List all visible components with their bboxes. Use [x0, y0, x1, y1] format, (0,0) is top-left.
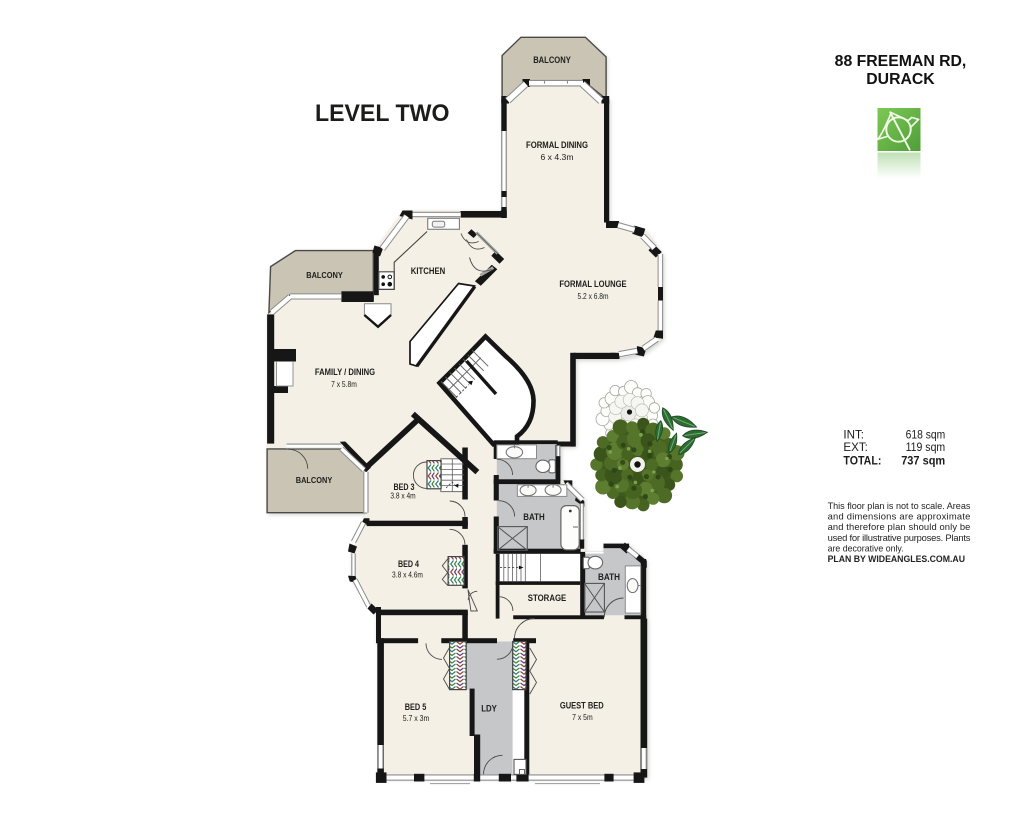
svg-text:used for illustrative purposes: used for illustrative purposes. Plants	[828, 532, 971, 543]
svg-text:88 FREEMAN RD,: 88 FREEMAN RD,	[835, 53, 967, 70]
svg-text:BATH: BATH	[598, 572, 620, 582]
svg-text:This floor plan is not to scal: This floor plan is not to scale. Areas	[828, 500, 971, 511]
svg-text:LEVEL TWO: LEVEL TWO	[315, 100, 450, 127]
svg-text:PLAN BY WIDEANGLES.COM.AU: PLAN BY WIDEANGLES.COM.AU	[828, 554, 965, 565]
svg-text:STORAGE: STORAGE	[528, 593, 567, 603]
svg-text:3.8 x 4m: 3.8 x 4m	[390, 491, 415, 501]
svg-text:and therefore plan should only: and therefore plan should only be	[828, 521, 971, 532]
svg-text:BALCONY: BALCONY	[533, 55, 571, 65]
svg-text:EXT:: EXT:	[843, 441, 867, 454]
svg-text:BED 5: BED 5	[405, 702, 427, 712]
svg-text:7 x 5m: 7 x 5m	[572, 712, 593, 722]
svg-text:BALCONY: BALCONY	[306, 271, 343, 280]
svg-text:are decorative only.: are decorative only.	[828, 542, 904, 553]
svg-text:BED 3: BED 3	[394, 482, 415, 492]
svg-text:6 x 4.3m: 6 x 4.3m	[541, 152, 574, 162]
svg-text:FORMAL LOUNGE: FORMAL LOUNGE	[559, 278, 626, 289]
svg-text:LDY: LDY	[481, 703, 497, 713]
svg-text:BED 4: BED 4	[398, 559, 419, 569]
svg-text:BATH: BATH	[523, 512, 544, 522]
svg-text:5.7 x 3m: 5.7 x 3m	[403, 713, 430, 723]
svg-text:GUEST BED: GUEST BED	[560, 701, 604, 711]
svg-text:KITCHEN: KITCHEN	[411, 265, 446, 276]
svg-text:INT:: INT:	[843, 429, 864, 442]
svg-text:119 sqm: 119 sqm	[906, 441, 946, 454]
svg-text:618 sqm: 618 sqm	[906, 429, 946, 442]
svg-text:5.2 x 6.8m: 5.2 x 6.8m	[578, 291, 609, 301]
svg-text:and dimensions are approximate: and dimensions are approximate	[828, 511, 971, 522]
svg-text:3.8 x 4.6m: 3.8 x 4.6m	[392, 570, 423, 580]
svg-text:TOTAL:: TOTAL:	[843, 454, 881, 467]
svg-text:BALCONY: BALCONY	[296, 476, 333, 485]
svg-text:DURACK: DURACK	[866, 71, 935, 88]
svg-text:737 sqm: 737 sqm	[901, 454, 945, 467]
svg-text:7 x 5.8m: 7 x 5.8m	[331, 379, 357, 389]
svg-text:FAMILY / DINING: FAMILY / DINING	[315, 366, 375, 377]
svg-text:FORMAL DINING: FORMAL DINING	[526, 139, 588, 150]
